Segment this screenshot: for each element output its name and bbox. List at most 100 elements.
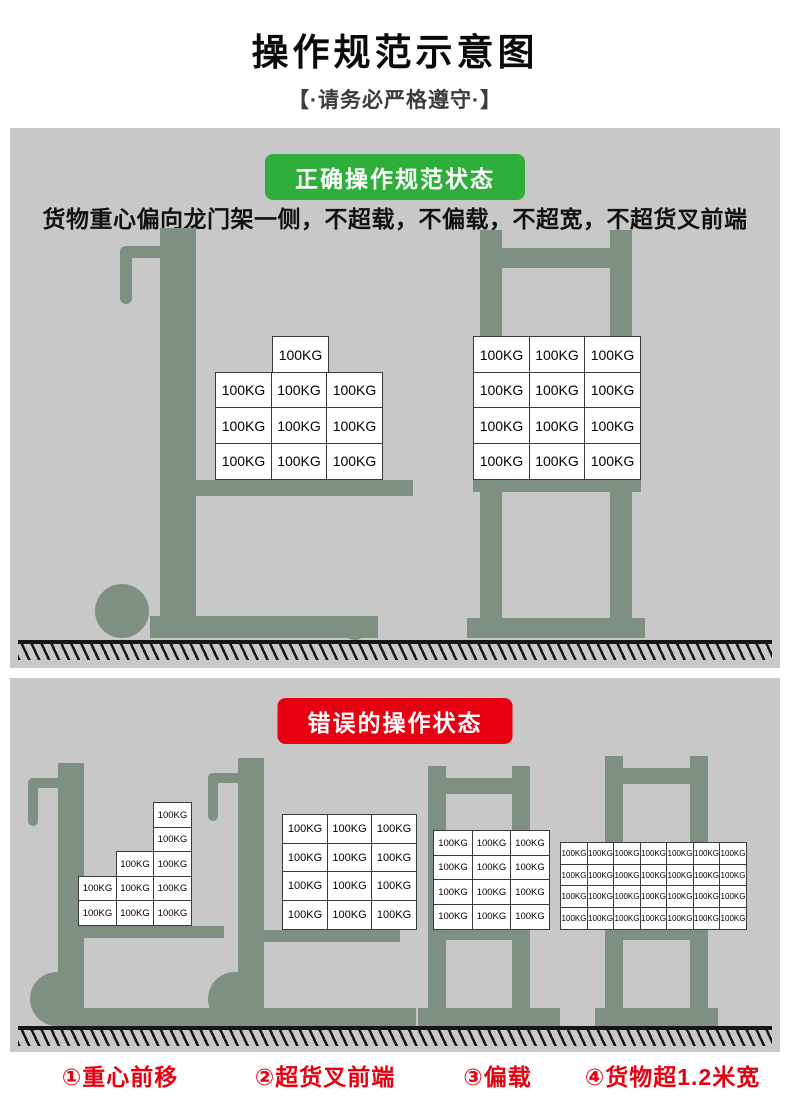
- cargo-box: 100KG: [666, 863, 694, 887]
- cargo-box: 100KG: [560, 906, 588, 930]
- cargo-box: 100KG: [433, 854, 473, 881]
- gantry-platform: [428, 930, 530, 940]
- cargo-box: 100KG: [115, 851, 155, 877]
- cargo-box: 100KG: [666, 885, 694, 908]
- cargo-box: 100KG: [371, 842, 417, 873]
- cargo-box: 100KG: [613, 885, 641, 908]
- cargo-box: 100KG: [326, 871, 373, 901]
- cargo-box: 100KG: [153, 826, 192, 853]
- gantry-base: [595, 1008, 718, 1026]
- cargo-box: 100KG: [666, 842, 694, 865]
- cargo-box: 100KG: [510, 879, 550, 905]
- stacker-mast: [160, 228, 196, 638]
- cargo-box: 100KG: [471, 854, 512, 881]
- cargo-box: 100KG: [326, 814, 373, 844]
- cargo-box: 100KG: [326, 899, 373, 930]
- cargo-box: 100KG: [692, 863, 721, 887]
- cargo-box: 100KG: [473, 371, 530, 409]
- drive-wheel: [95, 584, 149, 638]
- cargo-box: 100KG: [78, 900, 117, 926]
- cargo-box: 100KG: [471, 830, 512, 856]
- cargo-box: 100KG: [510, 830, 550, 856]
- drive-wheel: [208, 972, 262, 1026]
- stacker-handle-bar: [208, 773, 252, 783]
- cargo-box: 100KG: [473, 442, 530, 480]
- cargo-box: 100KG: [613, 842, 641, 865]
- cargo-box: 100KG: [471, 903, 512, 930]
- caption-forward: ①重心前移: [61, 1064, 179, 1090]
- cargo-box: 100KG: [560, 885, 588, 908]
- cargo-box: 100KG: [560, 842, 588, 865]
- cargo-box: 100KG: [282, 842, 328, 873]
- cargo-box: 100KG: [282, 871, 328, 901]
- stacker-handle-grip: [208, 773, 218, 821]
- ground-line: [18, 1026, 772, 1046]
- cargo-box: 100KG: [510, 854, 550, 881]
- correct-operations-panel: 正确操作规范状态 货物重心偏向龙门架一侧，不超载，不偏载，不超宽，不超货叉前端 …: [10, 128, 780, 668]
- cargo-box: 100KG: [528, 407, 586, 444]
- cargo-box: 100KG: [471, 879, 512, 905]
- gantry-crossbar: [605, 768, 708, 784]
- fork-platform: [72, 926, 224, 938]
- cargo-box: 100KG: [528, 336, 586, 373]
- cargo-box: 100KG: [153, 851, 192, 877]
- cargo-box: 100KG: [613, 906, 641, 930]
- cargo-box: 100KG: [282, 899, 328, 930]
- wrong-captions-row: ①重心前移 ②超货叉前端 ③偏载 ④货物超1.2米宽: [10, 1056, 780, 1094]
- cargo-box: 100KG: [719, 906, 747, 930]
- cargo-box: 100KG: [586, 885, 615, 908]
- gantry-base: [467, 618, 645, 638]
- correct-banner: 正确操作规范状态: [265, 154, 525, 200]
- cargo-box: 100KG: [639, 863, 668, 887]
- cargo-box: 100KG: [692, 842, 721, 865]
- cargo-box: 100KG: [371, 814, 417, 844]
- cargo-box: 100KG: [153, 875, 192, 902]
- cargo-box: 100KG: [692, 885, 721, 908]
- fork-platform: [264, 930, 400, 942]
- cargo-box: 100KG: [78, 875, 117, 902]
- cargo-box-row: 100KG: [215, 336, 386, 373]
- cargo-box: 100KG: [586, 842, 615, 865]
- stacker-base-leg: [238, 1008, 416, 1026]
- cargo-box: 100KG: [270, 442, 328, 480]
- stacker-base-leg: [58, 1008, 240, 1026]
- cargo-box-row: 100KG: [78, 802, 192, 828]
- ground-line: [18, 640, 772, 660]
- wrong-banner: 错误的操作状态: [277, 698, 513, 744]
- cargo-box: 100KG: [433, 903, 473, 930]
- cargo-box: 100KG: [586, 863, 615, 887]
- cargo-box: 100KG: [584, 336, 641, 373]
- cargo-box: 100KG: [115, 875, 155, 902]
- cargo-box: 100KG: [326, 407, 383, 444]
- cargo-box: 100KG: [270, 371, 328, 409]
- cargo-box: 100KG: [153, 900, 192, 926]
- cargo-box: 100KG: [639, 885, 668, 908]
- cargo-box-row: 100KG: [78, 826, 192, 853]
- caption-wide: ④货物超1.2米宽: [584, 1064, 761, 1090]
- cargo-box: 100KG: [584, 442, 641, 480]
- gantry-base: [418, 1008, 560, 1026]
- cargo-box: 100KG: [215, 371, 272, 409]
- caption-offset: ③偏载: [463, 1064, 532, 1090]
- cargo-box: 100KG: [613, 863, 641, 887]
- cargo-box: 100KG: [473, 407, 530, 444]
